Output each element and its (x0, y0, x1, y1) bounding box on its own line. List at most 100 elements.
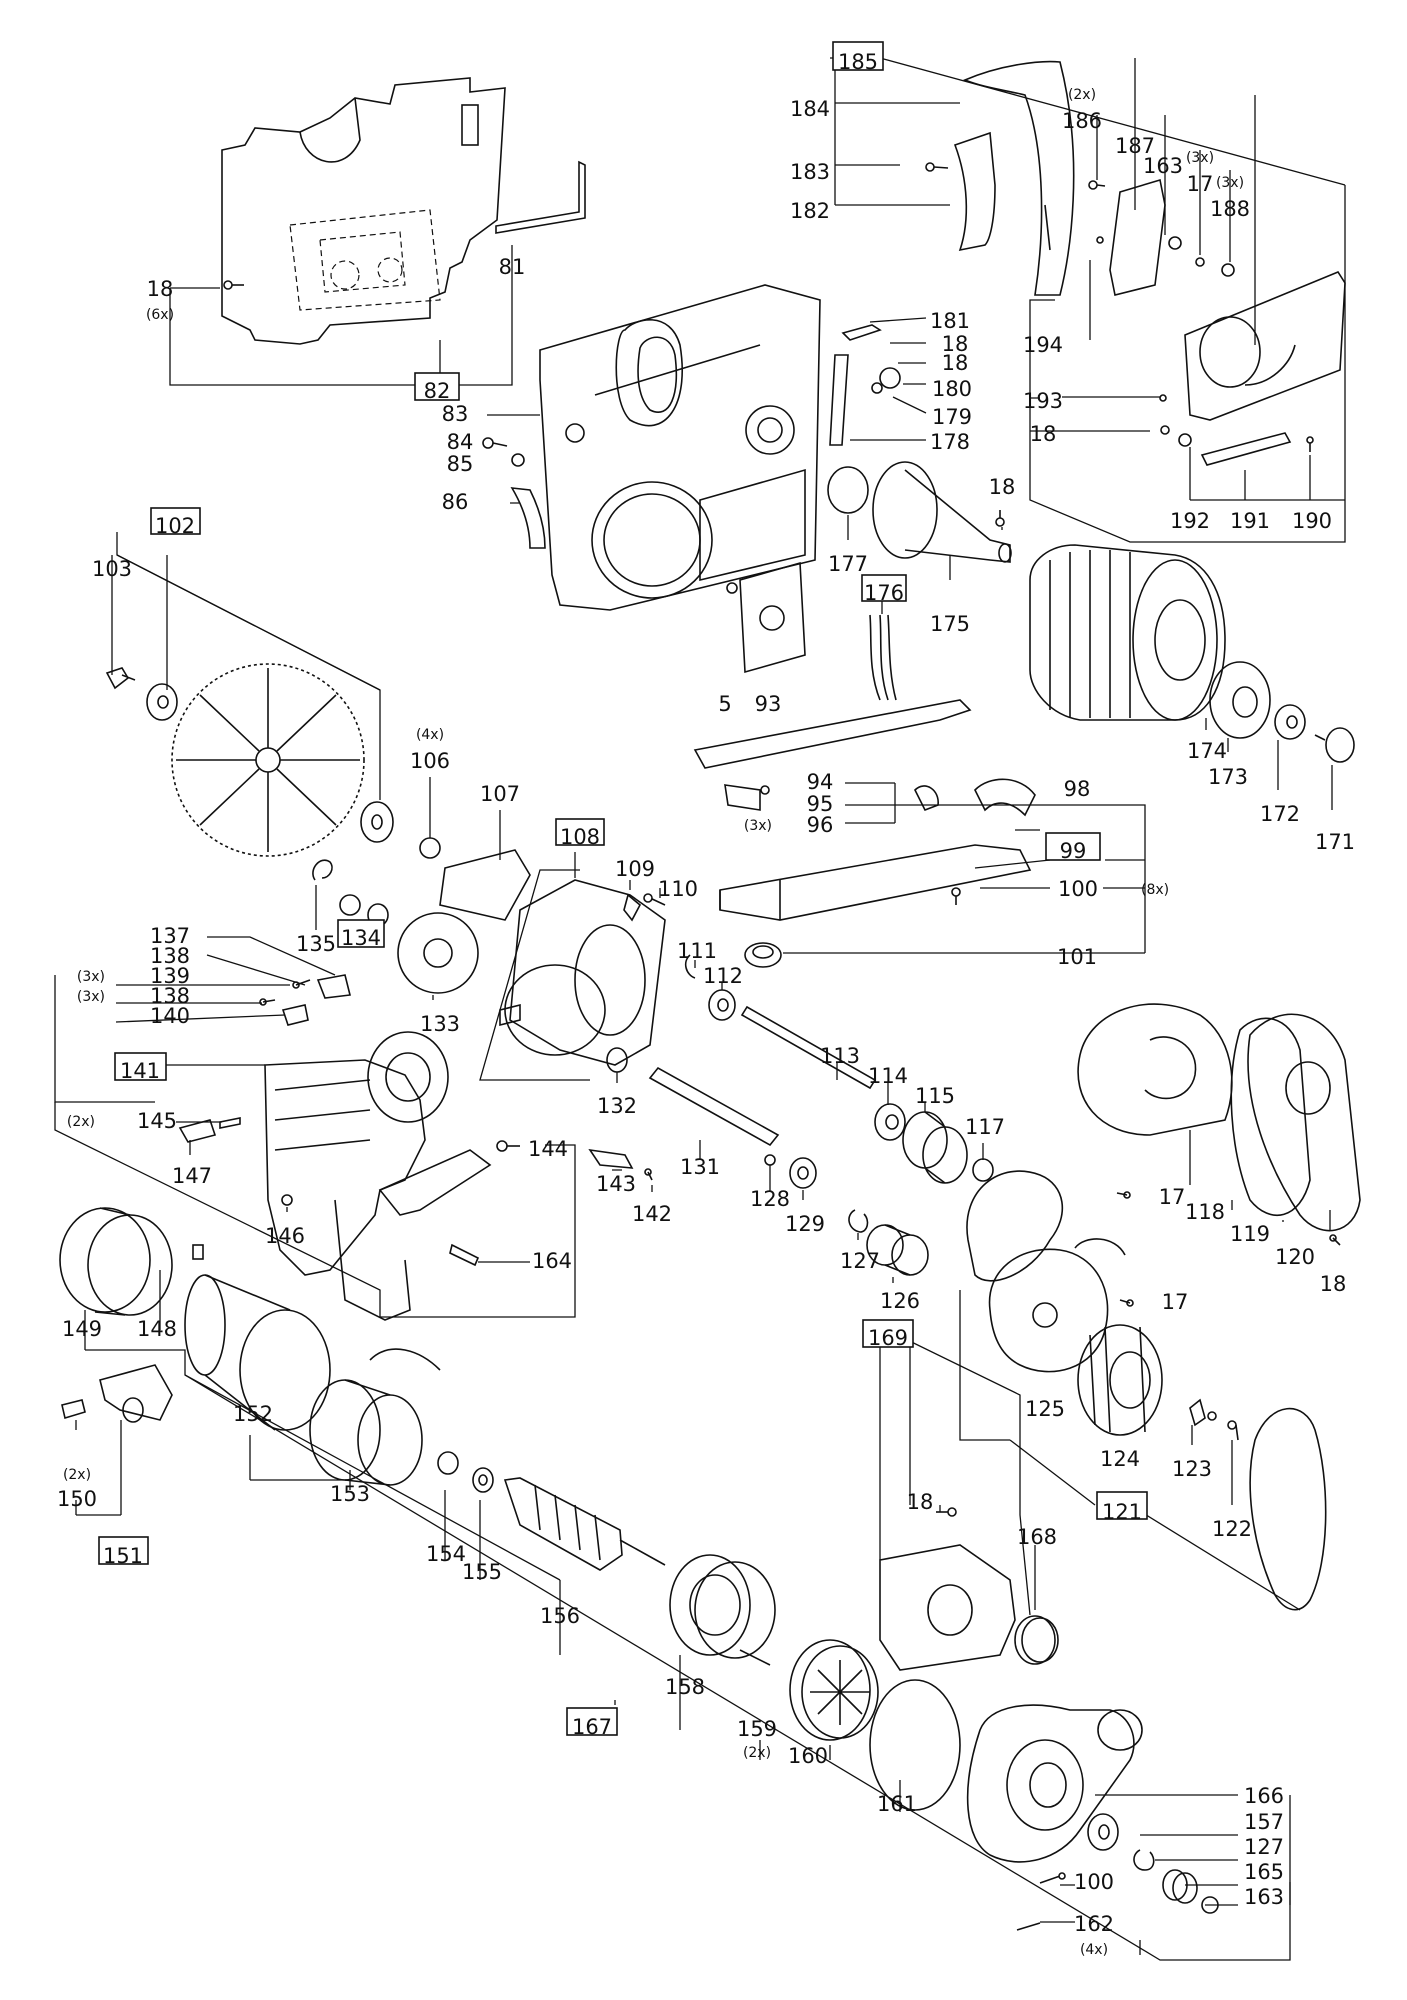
part-label-175: 175 (930, 612, 970, 636)
part-label-129: 129 (785, 1212, 825, 1236)
part-label-124: 124 (1100, 1447, 1140, 1471)
part-label-103: 103 (92, 557, 132, 581)
shaft-113 (740, 1005, 877, 1090)
cover-169 (879, 1544, 1016, 1671)
part-qty-188: (3x) (1216, 175, 1244, 191)
part-label-164: 164 (532, 1249, 572, 1273)
part-label-113: 113 (820, 1044, 860, 1068)
part-label-84: 84 (447, 430, 474, 454)
part-label-168: 168 (1017, 1525, 1057, 1549)
part-qty-159: (2x) (743, 1745, 771, 1761)
blade-guard-extension (962, 60, 1075, 296)
label-boxes (98, 41, 1148, 1736)
knob-171 (1314, 727, 1355, 763)
screw-162 (1016, 1922, 1041, 1931)
ball-193 (1159, 394, 1167, 402)
part-label-107: 107 (480, 782, 520, 806)
part-label-179: 179 (932, 405, 972, 429)
part-label-126: 126 (880, 1289, 920, 1313)
screw-159 (739, 1649, 771, 1666)
gear-housing (499, 879, 666, 1066)
part-label-127a: 127 (840, 1249, 880, 1273)
part-qty-150: (2x) (63, 1467, 91, 1483)
part-label-139: 139 (150, 964, 190, 988)
screw-17-top (1195, 257, 1205, 267)
part-number-labels: 185184183182186(2x)18716317(3x)188(3x)81… (57, 50, 1355, 1958)
part-label-176: 176 (864, 581, 904, 605)
part-qty-139: (3x) (77, 969, 105, 985)
part-label-140: 140 (150, 1004, 190, 1028)
o-ring-177 (827, 466, 869, 514)
drive-belt-small (966, 1170, 1064, 1282)
part-label-131: 131 (680, 1155, 720, 1179)
drive-belt-large (1249, 1407, 1327, 1611)
part-label-127b: 127 (1244, 1835, 1284, 1859)
part-label-83: 83 (442, 402, 469, 426)
part-label-5: 5 (718, 692, 731, 716)
nut-101 (744, 942, 782, 968)
fan-guide-158 (669, 1554, 776, 1659)
washer-134a (339, 894, 361, 916)
part-label-173: 173 (1208, 765, 1248, 789)
part-label-82: 82 (424, 379, 451, 403)
part-qty-18a: (6x) (146, 307, 174, 323)
screw-190 (1306, 436, 1314, 452)
screw-17-pulley (1119, 1299, 1134, 1307)
fan-160 (789, 1639, 879, 1741)
part-label-100a: 100 (1058, 877, 1098, 901)
part-label-148: 148 (137, 1317, 177, 1341)
bushing-165 (1162, 1869, 1198, 1904)
part-label-122: 122 (1212, 1517, 1252, 1541)
seal-173 (1209, 661, 1271, 739)
part-label-142: 142 (632, 1202, 672, 1226)
part-qty-106: (4x) (416, 727, 444, 743)
bearing-157 (1087, 1813, 1119, 1851)
screw-100b (1039, 1872, 1066, 1884)
plate-137 (316, 974, 351, 999)
part-label-158: 158 (665, 1675, 705, 1699)
part-label-178: 178 (930, 430, 970, 454)
part-label-167: 167 (572, 1715, 612, 1739)
screw-18-cover169 (936, 1507, 957, 1517)
pulley-125 (988, 1238, 1126, 1373)
belt-cover-inner (1077, 1003, 1233, 1136)
flange-outer (146, 683, 178, 721)
screw-144 (496, 1140, 520, 1152)
ring-149 (59, 1207, 173, 1316)
plate-107 (439, 849, 531, 921)
screw-186 (1088, 180, 1106, 190)
main-housing (539, 284, 821, 611)
part-label-163a: 163 (1143, 154, 1183, 178)
part-label-182: 182 (790, 199, 830, 223)
saw-blade (171, 663, 365, 857)
part-label-161: 161 (877, 1792, 917, 1816)
part-qty-96: (3x) (744, 818, 772, 834)
clip-95 (724, 784, 770, 811)
washer-192 (1178, 433, 1192, 447)
screw-17-cover (1116, 1191, 1131, 1199)
pin-109 (623, 893, 642, 922)
gasket-94 (693, 699, 972, 769)
part-label-169: 169 (868, 1326, 908, 1350)
part-label-109: 109 (615, 857, 655, 881)
part-qty-138b: (3x) (77, 989, 105, 1005)
part-label-146: 146 (265, 1224, 305, 1248)
screw-100 (951, 887, 961, 905)
part-label-86: 86 (442, 490, 469, 514)
filter-disc-161 (869, 1679, 961, 1811)
part-qty-162: (4x) (1080, 1942, 1108, 1958)
brush-holder-151 (99, 1364, 173, 1423)
part-label-128: 128 (750, 1187, 790, 1211)
bracket-181 (841, 324, 882, 341)
pin-194 (1096, 236, 1104, 244)
disc-133 (397, 912, 479, 994)
filter-cartridge (1029, 544, 1226, 721)
part-label-137: 137 (150, 924, 190, 948)
part-label-145: 145 (137, 1109, 177, 1133)
nut-188 (1221, 263, 1235, 277)
part-label-159: 159 (737, 1717, 777, 1741)
part-label-183: 183 (790, 160, 830, 184)
part-label-180: 180 (932, 377, 972, 401)
part-label-154: 154 (426, 1542, 466, 1566)
